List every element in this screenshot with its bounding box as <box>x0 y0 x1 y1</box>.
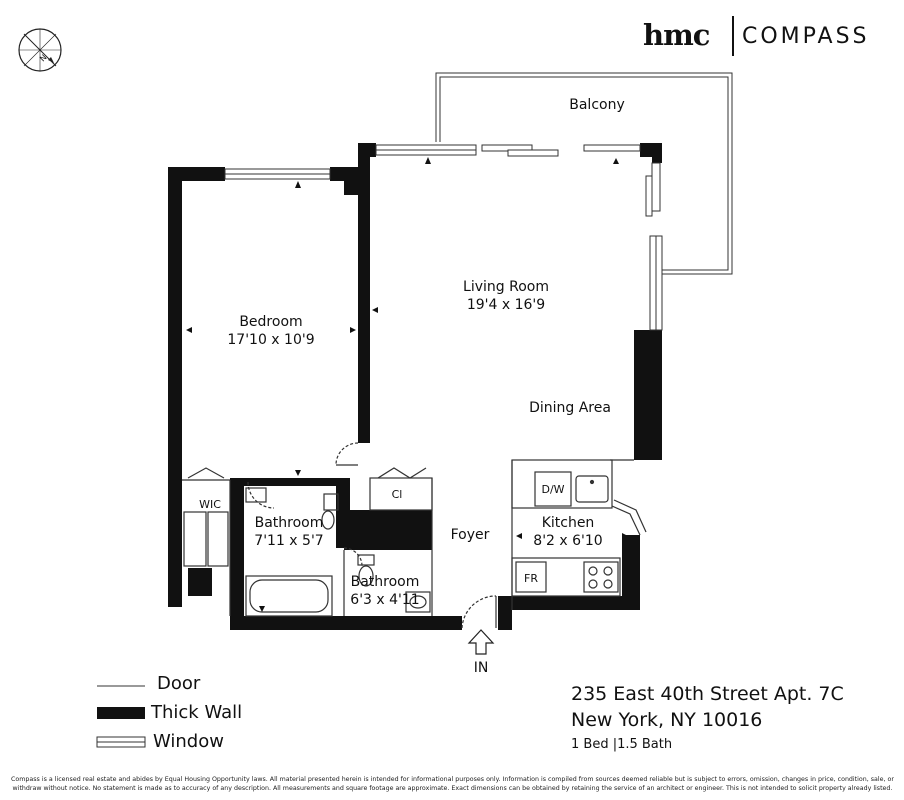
bedroom-dims: 17'10 x 10'9 <box>227 332 314 348</box>
windows <box>224 144 663 331</box>
fridge-label: FR <box>524 572 538 585</box>
balcony-label: Balcony <box>569 97 625 113</box>
compass-rose-icon: N <box>18 28 62 72</box>
listing-summary: 1 Bed |1.5 Bath <box>571 737 673 752</box>
disclaimer-text: Compass is a licensed real estate and ab… <box>11 776 894 792</box>
address-line-1: 235 East 40th Street Apt. 7C <box>571 683 844 705</box>
thin-walls <box>182 442 647 629</box>
entry-label: IN <box>474 660 489 676</box>
legend-window-symbol <box>96 736 146 748</box>
legend-door-label: Door <box>157 673 201 694</box>
kitchen-dims: 8'2 x 6'10 <box>533 533 602 549</box>
bathroom-1-dims: 7'11 x 5'7 <box>254 533 323 549</box>
wic-label: WIC <box>199 498 221 511</box>
legend-thick-wall-label: Thick Wall <box>151 702 243 723</box>
thick-walls <box>168 143 662 630</box>
entry-arrow-icon <box>467 629 495 655</box>
logo-divider <box>732 16 734 56</box>
address-line-2: New York, NY 10016 <box>571 709 763 731</box>
hmc-logo: hmc <box>643 18 710 52</box>
foyer-label: Foyer <box>451 527 490 543</box>
living-room-label: Living Room <box>463 279 549 295</box>
legend-window-label: Window <box>153 731 224 752</box>
bathroom-1-label: Bathroom <box>255 515 324 531</box>
north-label: N <box>38 53 49 64</box>
kitchen-label: Kitchen <box>542 515 595 531</box>
closet-label: Cl <box>392 488 403 501</box>
wall-markers <box>186 157 628 612</box>
balcony-outline <box>435 72 733 275</box>
dining-area-label: Dining Area <box>529 400 611 416</box>
legend-thick-wall-symbol <box>97 707 145 719</box>
compass-logo: COMPASS <box>742 24 870 49</box>
living-room-dims: 19'4 x 16'9 <box>467 297 545 313</box>
bathroom-2-dims: 6'3 x 4'11 <box>350 592 419 608</box>
bedroom-label: Bedroom <box>239 314 302 330</box>
dishwasher-label: D/W <box>541 483 564 496</box>
bathroom-2-label: Bathroom <box>351 574 420 590</box>
